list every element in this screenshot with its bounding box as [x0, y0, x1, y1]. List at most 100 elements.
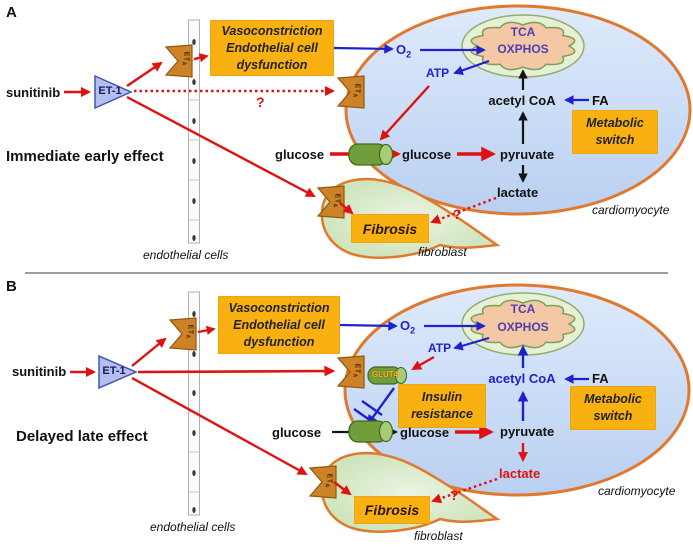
glucose-out-label: glucose [272, 425, 322, 440]
eta-text: ET [325, 473, 333, 484]
fibroblast-label: fibroblast [418, 245, 467, 259]
tca-label: TCA [510, 25, 536, 39]
metabolic-switch-box: Metabolic switch [570, 386, 656, 430]
o2-label: O2 [400, 318, 415, 336]
vaso-line: dysfunction [236, 57, 308, 72]
oxphos-label: OXPHOS [497, 42, 549, 56]
eta-sub: A [351, 373, 358, 378]
eta-text: ET [353, 83, 361, 94]
cardiomyocyte-cell [343, 283, 691, 497]
question-mark: ? [453, 206, 462, 222]
eta-sub: A [331, 203, 338, 208]
inhibition-bar-icon [361, 400, 383, 416]
drug-label: sunitinib [6, 85, 61, 100]
eta-receptor-label: ETA [331, 194, 340, 208]
vasoconstriction-box: Vasoconstriction Endothelial cell dysfun… [218, 296, 340, 354]
insulin-line: Insulin [421, 390, 463, 404]
arrow-lactate-fibrosis-dotted [431, 477, 498, 504]
metabolic-line: Metabolic [584, 392, 642, 406]
vaso-line: Vasoconstriction [228, 300, 330, 315]
arrow-et1-endothelial-receptor [126, 61, 163, 87]
o2-label: O2 [396, 42, 411, 60]
oxphos-label: OXPHOS [497, 320, 549, 334]
eta-text: ET [186, 324, 194, 335]
eta-receptor-label: ETA [351, 84, 360, 98]
question-mark: ? [450, 487, 459, 503]
arrow-glut4-translocation-blocked [366, 387, 395, 426]
pyruvate-label: pyruvate [500, 424, 555, 439]
vaso-line: Endothelial cell [233, 317, 325, 332]
eta-receptor-label: ETA [351, 364, 360, 378]
eta-sub: A [180, 61, 187, 66]
et1-triangle-icon [94, 74, 133, 110]
arrow-oxphos-atp [453, 336, 490, 351]
question-mark: ? [256, 94, 265, 110]
fa-label: FA [592, 371, 609, 386]
o2-symbol: O [396, 42, 407, 57]
et1-label: ET-1 [102, 365, 126, 377]
glucose-out-label: glucose [275, 147, 325, 162]
glucose-in-label: glucose [400, 425, 450, 440]
arrow-lactate-fibrosis-dotted [430, 196, 497, 224]
arrow-atp-transporter [379, 85, 430, 141]
fa-label: FA [592, 93, 609, 108]
metabolic-line: switch [595, 133, 635, 147]
arrow-atp-glut4 [411, 355, 435, 371]
endothelial-cells-label: endothelial cells [150, 520, 236, 534]
panel-a-artwork [64, 4, 692, 259]
lactate-label: lactate [497, 185, 539, 200]
glucose-in-label: glucose [402, 147, 452, 162]
arrow-oxphos-atp [453, 59, 490, 75]
eta-receptor-label: ETA [180, 52, 189, 66]
endothelial-cells-label: endothelial cells [143, 248, 229, 262]
vaso-line: Vasoconstriction [221, 23, 323, 38]
pyruvate-label: pyruvate [500, 147, 555, 162]
lactate-label: lactate [499, 466, 541, 481]
vasoconstriction-box: Vasoconstriction Endothelial cell dysfun… [210, 20, 334, 76]
fibrosis-box: Fibrosis [354, 496, 430, 524]
eta-sub: A [323, 483, 330, 488]
arrow-receptor-fibrosis [333, 481, 352, 496]
eta-receptor-label: ETA [184, 325, 193, 339]
glucose-transporter-icon [348, 420, 394, 443]
arrow-et1-fibroblast-receptor [126, 95, 316, 198]
atp-label: ATP [426, 66, 450, 80]
glucose-transporter-icon [348, 143, 394, 166]
arrow-receptor-vasoconstriction [197, 325, 216, 335]
insulin-resistance-box: Insulin resistance [398, 384, 486, 428]
glut4-transporter-icon [367, 366, 408, 385]
metabolic-switch-box: Metabolic switch [572, 110, 658, 154]
o2-symbol: O [400, 318, 411, 333]
vaso-line: dysfunction [243, 334, 315, 349]
cardiomyocyte-label: cardiomyocyte [598, 484, 676, 498]
drug-label: sunitinib [12, 364, 67, 379]
arrow-vaso-o2 [333, 44, 394, 54]
effect-label: Immediate early effect [6, 148, 164, 165]
arrow-receptor-vasoconstriction [193, 53, 209, 63]
effect-label: Delayed late effect [16, 428, 148, 445]
arrow-et1-fibroblast-receptor [131, 376, 308, 476]
acetyl-coa-label: acetyl CoA [488, 93, 556, 108]
et1-triangle-icon [98, 354, 138, 390]
eta-text: ET [182, 51, 190, 62]
fibroblast-label: fibroblast [414, 529, 463, 543]
arrow-receptor-fibrosis [339, 202, 354, 215]
arrow-vaso-o2 [339, 321, 398, 331]
cardiomyocyte-label: cardiomyocyte [592, 203, 670, 217]
cardiomyocyte-cell [344, 4, 692, 216]
fibrosis-box: Fibrosis [351, 214, 429, 243]
eta-sub: A [351, 93, 358, 98]
atp-label: ATP [428, 341, 452, 355]
tca-label: TCA [510, 302, 536, 316]
arrow-et1-cardiomyocyte-solid [137, 365, 336, 377]
eta-receptor-label: ETA [323, 474, 332, 488]
et1-label: ET-1 [98, 85, 122, 97]
eta-text: ET [353, 363, 361, 374]
eta-text: ET [333, 193, 341, 204]
vaso-line: Endothelial cell [226, 40, 318, 55]
metabolic-line: switch [593, 409, 633, 423]
panel-b-label: B [6, 278, 17, 295]
o2-subscript: 2 [406, 49, 412, 60]
acetyl-coa-label: acetyl CoA [488, 371, 556, 386]
